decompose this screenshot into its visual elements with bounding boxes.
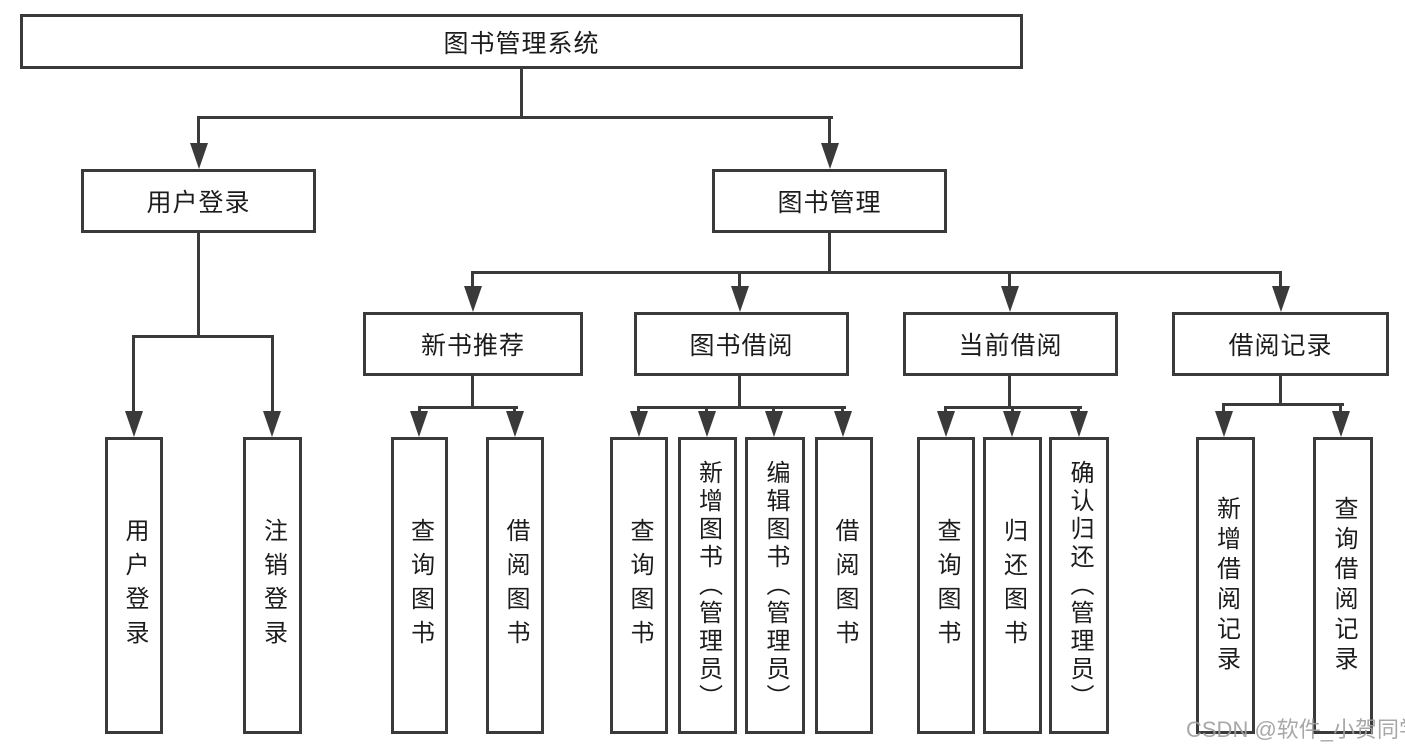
node-label: 借阅图书 [502, 517, 529, 654]
node-return-books: 归还图书 [983, 437, 1042, 734]
arrow-down-icon [1001, 286, 1019, 312]
node-label: 注销登录 [259, 517, 287, 654]
node-new-book-recommendation: 新书推荐 [363, 312, 583, 376]
arrow-down-icon [410, 411, 428, 437]
node-label: 图书管理系统 [443, 29, 600, 58]
node-current-borrowing: 当前借阅 [903, 312, 1118, 376]
node-label: 图书借阅 [689, 332, 794, 360]
connector-user-login-stem [197, 233, 200, 336]
connector-current-borrowing-stem [1008, 376, 1011, 408]
node-label: 用户登录 [146, 189, 251, 217]
node-query-borrow-record: 查询借阅记录 [1313, 437, 1373, 734]
node-label: 当前借阅 [958, 332, 1063, 360]
connector-new-book-rec-stem [471, 376, 474, 408]
connector-drop-login-leaf [132, 335, 135, 415]
node-borrow-books-recommend: 借阅图书 [486, 437, 544, 734]
node-query-books-recommend: 查询图书 [391, 437, 448, 734]
arrow-down-icon [1272, 286, 1290, 312]
connector-drop-new-book-rec [471, 271, 474, 291]
arrow-down-icon [821, 143, 839, 169]
connector-root-stem [520, 69, 523, 117]
connector-book-borrowing-rail [637, 406, 846, 409]
node-logout: 注销登录 [243, 437, 302, 734]
node-label: 借阅记录 [1228, 332, 1333, 360]
arrow-down-icon [1003, 411, 1021, 437]
node-label: 确认归还（管理员） [1066, 459, 1093, 712]
arrow-down-icon [731, 286, 749, 312]
node-label: 用户登录 [121, 517, 148, 654]
node-label: 查询图书 [406, 517, 434, 654]
connector-drop-leaf [1339, 403, 1342, 415]
node-borrowing-records: 借阅记录 [1172, 312, 1389, 376]
node-user-login-action: 用户登录 [105, 437, 163, 734]
node-label: 查询借阅记录 [1330, 495, 1357, 676]
node-borrow-books-borrowing: 借阅图书 [815, 437, 873, 734]
node-label: 新增图书（管理员） [694, 459, 722, 712]
arrow-down-icon [263, 411, 281, 437]
node-query-books-borrowing: 查询图书 [610, 437, 668, 734]
node-query-books-current: 查询图书 [917, 437, 975, 734]
connector-borrowing-records-stem [1279, 376, 1282, 405]
arrow-down-icon [506, 411, 524, 437]
node-label: 编辑图书（管理员） [762, 459, 789, 712]
arrow-down-icon [765, 411, 783, 437]
connector-drop-borrowing-records [1279, 271, 1282, 291]
arrow-down-icon [1070, 411, 1088, 437]
arrow-down-icon [190, 143, 208, 169]
connector-root-rail [197, 116, 833, 119]
connector-new-book-rec-rail [418, 406, 518, 409]
arrow-down-icon [698, 411, 716, 437]
connector-drop-current-borrowing [1008, 271, 1011, 291]
arrow-down-icon [125, 411, 143, 437]
connector-drop-leaf [1222, 403, 1225, 415]
connector-drop-logout-leaf [271, 335, 274, 415]
node-label: 图书管理 [777, 189, 882, 217]
connector-book-management-stem [828, 233, 831, 273]
connector-drop-user-login [197, 116, 200, 146]
node-edit-books-admin: 编辑图书（管理员） [745, 437, 805, 734]
connector-drop-book-management [828, 116, 831, 146]
node-confirm-return-admin: 确认归还（管理员） [1049, 437, 1109, 734]
connector-book-management-rail [471, 271, 1282, 274]
connector-book-borrowing-stem [738, 376, 741, 408]
arrow-down-icon [1215, 411, 1233, 437]
connector-user-login-rail [132, 335, 274, 338]
node-user-login: 用户登录 [81, 169, 316, 233]
arrow-down-icon [1332, 411, 1350, 437]
node-book-management: 图书管理 [712, 169, 947, 233]
watermark-csdn: CSDN @软件_小贺同学 [1186, 717, 1405, 742]
node-label: 新书推荐 [420, 332, 525, 360]
connector-borrowing-records-rail [1222, 403, 1344, 406]
node-library-management-system: 图书管理系统 [20, 14, 1023, 69]
arrow-down-icon [630, 411, 648, 437]
node-label: 归还图书 [999, 517, 1027, 654]
node-add-books-admin: 新增图书（管理员） [678, 437, 737, 734]
node-book-borrowing: 图书借阅 [634, 312, 849, 376]
arrow-down-icon [834, 411, 852, 437]
arrow-down-icon [464, 286, 482, 312]
arrow-down-icon [937, 411, 955, 437]
node-label: 查询图书 [933, 517, 960, 654]
node-label: 借阅图书 [831, 517, 858, 654]
node-add-borrow-record: 新增借阅记录 [1196, 437, 1255, 734]
connector-drop-book-borrowing [738, 271, 741, 291]
node-label: 新增借阅记录 [1212, 495, 1240, 676]
node-label: 查询图书 [626, 517, 653, 654]
